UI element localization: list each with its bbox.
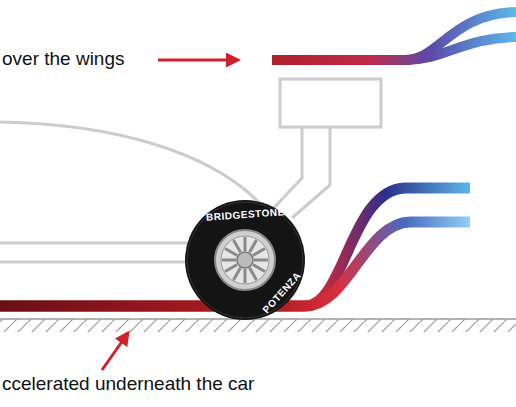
ground-hatch bbox=[0, 319, 516, 332]
airflow-top bbox=[272, 12, 516, 60]
tyre bbox=[185, 200, 305, 320]
wheel-spoke bbox=[222, 259, 236, 262]
wheel-spoke bbox=[225, 249, 237, 256]
flow-label: ccelerated underneath the car bbox=[2, 373, 254, 395]
flow-label: over the wings bbox=[2, 48, 125, 70]
wheel-spoke bbox=[225, 265, 237, 272]
wheel-spoke bbox=[244, 237, 247, 251]
wheel-spoke bbox=[244, 269, 247, 283]
wheel-spoke bbox=[234, 240, 241, 252]
wheel-spoke bbox=[253, 249, 265, 256]
pointer-arrow bbox=[158, 59, 238, 62]
car-outline bbox=[0, 79, 381, 262]
wheel-spoke bbox=[254, 259, 268, 262]
wheel-spoke bbox=[234, 268, 241, 280]
wheel-spoke bbox=[250, 240, 257, 252]
wheel-spoke bbox=[250, 268, 257, 280]
wheel-spoke bbox=[253, 265, 265, 272]
pointer-arrow bbox=[102, 333, 128, 370]
